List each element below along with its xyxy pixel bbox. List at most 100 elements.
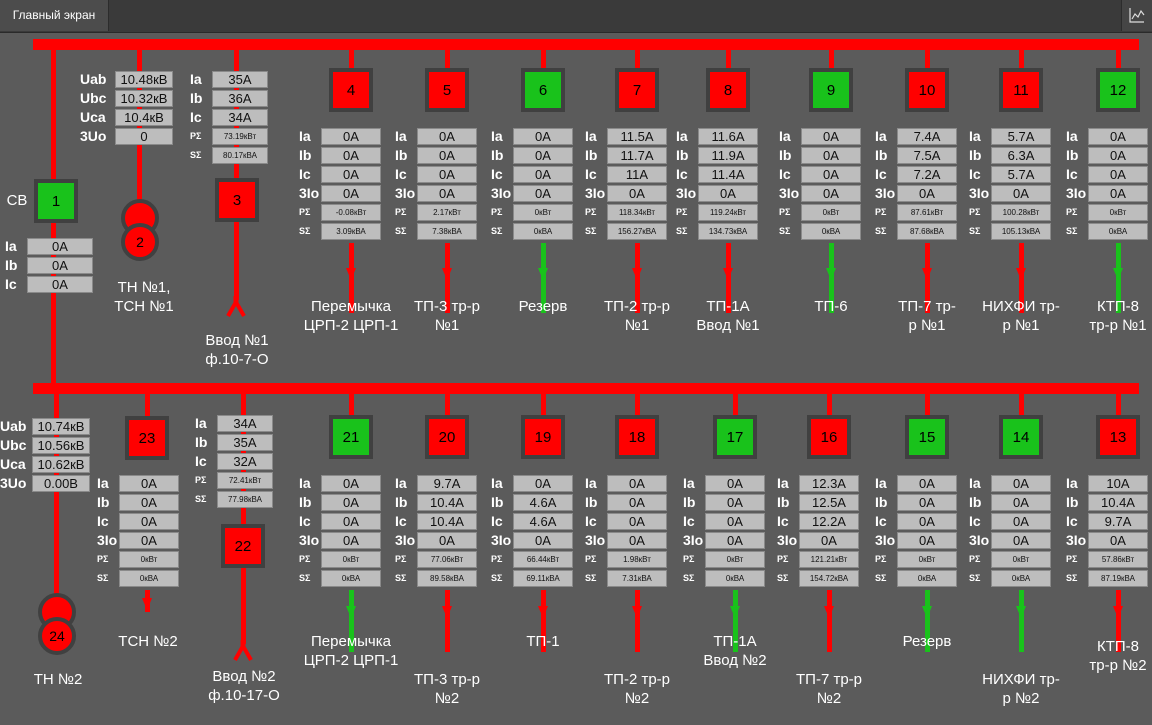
breaker-23[interactable]: 23 [125,416,169,460]
breaker-14[interactable]: 14 [999,415,1043,459]
breaker-19[interactable]: 19 [521,415,565,459]
tab-main-screen[interactable]: Главный экран [0,0,109,31]
meas-label: Ia [875,128,887,144]
meas-value: 0A [897,185,957,202]
meas-value: 0A [27,257,93,274]
meas-value: 0A [513,185,573,202]
breaker-15[interactable]: 15 [905,415,949,459]
breaker-1[interactable]: 1 [34,179,78,223]
breaker-10[interactable]: 10 [905,68,949,112]
meas-value: 0A [991,513,1051,530]
breaker-12[interactable]: 12 [1096,68,1140,112]
meas-value: 0A [417,185,477,202]
feeder-arrow-icon [723,268,733,280]
meas-label: Ib [585,147,598,163]
meas-label: PΣ [585,554,597,564]
meas-value: 0кВА [801,223,861,240]
feeder-bus-tap [349,394,354,416]
meas-value: 10.62кВ [32,456,90,473]
breaker-20[interactable]: 20 [425,415,469,459]
meas-label: Ib [875,494,888,510]
breaker-7[interactable]: 7 [615,68,659,112]
meas-label: 3Uo [0,475,27,491]
feeder-14-label: НИХФИ тр-р №2 [961,670,1081,708]
breaker-3[interactable]: 3 [215,178,259,222]
breaker-17[interactable]: 17 [713,415,757,459]
meas-value: 0A [607,475,667,492]
meas-label: SΣ [683,573,695,583]
meas-label: 3Io [395,185,416,201]
transformer-2[interactable]: 2 [115,198,165,264]
transformer-24[interactable]: 24 [32,592,82,658]
breaker-number: 6 [525,72,561,108]
meas-value: 87.19кВА [1088,570,1148,587]
feeder-label-line: ТП-3 тр-р [414,298,480,315]
breaker-6[interactable]: 6 [521,68,565,112]
meas-value: 2.17кВт [417,204,477,221]
meas-label: Ib [875,147,888,163]
svg-text:24: 24 [49,628,65,644]
tn2-line [54,394,59,594]
feeder-label-line: Резерв [518,298,568,315]
meas-value: 0кВт [801,204,861,221]
breaker-8[interactable]: 8 [706,68,750,112]
feeder-13-line [1116,590,1121,652]
breaker-number: 8 [710,72,746,108]
meas-value: 9.7A [1088,513,1148,530]
meas-value: 0A [705,532,765,549]
meas-label: SΣ [676,226,688,236]
breaker-21[interactable]: 21 [329,415,373,459]
meas-value: 0кВА [321,570,381,587]
chart-button[interactable] [1121,0,1152,31]
feeder-label-line: ТН №1, [117,279,171,296]
meas-value: 0кВА [513,223,573,240]
breaker-5[interactable]: 5 [425,68,469,112]
breaker-16[interactable]: 16 [807,415,851,459]
meas-value: 0.00В [32,475,90,492]
meas-value: 119.24кВт [698,204,758,221]
feeder-label-line: Перемычка [311,633,391,650]
meas-label: Ic [97,513,109,529]
meas-value: 73.19кВт [212,128,268,145]
meas-value: 12.5A [799,494,859,511]
breaker-18[interactable]: 18 [615,415,659,459]
meas-value: 1.98кВт [607,551,667,568]
meas-label: Ib [1066,494,1079,510]
breaker-4[interactable]: 4 [329,68,373,112]
feeder-arrow-icon [346,606,356,618]
feeder-label-line: ТП-1 [526,633,560,650]
breaker-11[interactable]: 11 [999,68,1043,112]
meas-value: 100.28кВт [991,204,1051,221]
breaker-22[interactable]: 22 [221,524,265,568]
breaker-13[interactable]: 13 [1096,415,1140,459]
meas-value: 0A [897,532,957,549]
feeder-label-line: Перемычка [311,298,391,315]
breaker-9[interactable]: 9 [809,68,853,112]
